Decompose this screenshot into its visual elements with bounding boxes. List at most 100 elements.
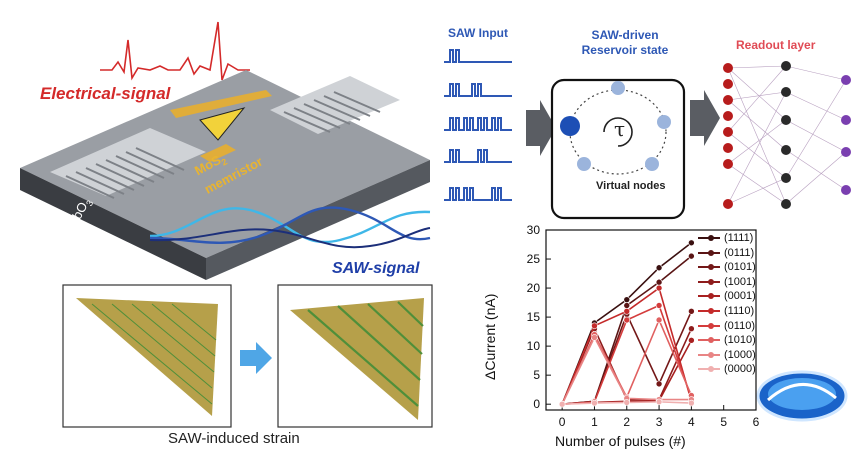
tau-arrow bbox=[603, 117, 633, 147]
y-tick-label: 25 bbox=[527, 252, 541, 266]
electrical-signal-label: Electrical-signal bbox=[40, 84, 171, 103]
data-point bbox=[591, 334, 598, 341]
pulse-train-1 bbox=[444, 49, 512, 63]
chart-legend: (1111) (0111) (0101) (1001) (0001) (1110) (011… bbox=[698, 232, 778, 382]
readout-hidden-nodes bbox=[781, 61, 791, 209]
readout-output-nodes bbox=[841, 75, 851, 195]
chart-plot-frame bbox=[545, 229, 757, 411]
legend-entry: (1010) bbox=[698, 334, 756, 346]
data-point bbox=[655, 302, 663, 309]
legend-entry: (1111) bbox=[698, 232, 753, 244]
y-tick-label: 10 bbox=[527, 339, 541, 353]
legend-marker bbox=[708, 293, 714, 300]
saw-wave-blue bbox=[149, 206, 431, 244]
data-point bbox=[655, 380, 663, 388]
legend-label: (1010) bbox=[724, 334, 756, 347]
x-tick-label: 2 bbox=[623, 415, 630, 429]
pulse-train-5 bbox=[444, 187, 512, 201]
logo bbox=[756, 370, 848, 422]
legend-marker bbox=[708, 249, 714, 256]
reservoir-diagram bbox=[444, 49, 851, 220]
x-tick-label: 6 bbox=[753, 415, 760, 429]
legend-marker bbox=[708, 235, 714, 242]
x-tick-label: 5 bbox=[720, 415, 727, 429]
chip-right-side bbox=[206, 160, 430, 280]
legend-entry: (0111) bbox=[698, 247, 754, 259]
data-point bbox=[688, 325, 695, 333]
legend-label: (0111) bbox=[724, 246, 755, 259]
legend-marker bbox=[708, 366, 714, 373]
saw-wave-cyan bbox=[149, 207, 431, 244]
readout-input-nodes bbox=[723, 63, 733, 209]
chart-x-axis-label: Number of pulses (#) bbox=[555, 433, 686, 449]
legend-marker bbox=[708, 278, 714, 285]
lattice-flake-after bbox=[290, 298, 424, 420]
legend-entry: (0101) bbox=[698, 261, 756, 273]
legend-entry: (0001) bbox=[698, 290, 756, 302]
data-point bbox=[623, 399, 631, 406]
data-point bbox=[688, 307, 695, 315]
data-point bbox=[623, 316, 631, 324]
saw-induced-strain-label: SAW-induced strain bbox=[168, 430, 300, 447]
data-point bbox=[655, 398, 663, 406]
pulse-train-3 bbox=[444, 117, 512, 131]
pulse-train-2 bbox=[444, 83, 512, 97]
legend-marker bbox=[708, 351, 714, 358]
data-point bbox=[655, 284, 663, 292]
legend-marker bbox=[708, 337, 714, 344]
idt-right bbox=[283, 91, 381, 133]
virtual-node bbox=[577, 157, 591, 171]
readout-network bbox=[727, 65, 847, 205]
series-line bbox=[562, 255, 692, 405]
legend-label: (0110) bbox=[724, 319, 755, 332]
legend-label: (1110) bbox=[724, 305, 755, 317]
legend-marker bbox=[708, 264, 714, 271]
data-point bbox=[688, 337, 695, 344]
arrow-to-readout bbox=[690, 90, 720, 146]
y-tick-label: 20 bbox=[527, 281, 541, 295]
virtual-node-active bbox=[560, 116, 580, 136]
data-point bbox=[655, 316, 663, 324]
x-tick-label: 0 bbox=[559, 415, 566, 429]
virtual-node bbox=[645, 157, 659, 171]
reservoir-box bbox=[550, 78, 686, 220]
data-point bbox=[655, 278, 663, 286]
data-point bbox=[688, 252, 695, 260]
strain-arrow bbox=[240, 342, 272, 374]
idt-left bbox=[65, 147, 185, 199]
legend-label: (1000) bbox=[724, 348, 756, 361]
saw-input-pulse-trains bbox=[444, 49, 512, 201]
legend-label: (0001) bbox=[724, 290, 756, 303]
chart-y-axis-label: ΔCurrent (nA) bbox=[482, 293, 498, 380]
series-line bbox=[561, 326, 693, 405]
data-point bbox=[558, 400, 566, 408]
lattice-flake-before bbox=[76, 298, 218, 416]
legend-entry: (1001) bbox=[698, 276, 756, 288]
legend-label: (1001) bbox=[724, 275, 756, 288]
y-tick-label: 30 bbox=[527, 223, 541, 237]
saw-wave-navy bbox=[149, 227, 431, 249]
legend-entry: (1000) bbox=[698, 349, 756, 361]
lattice-lines-after bbox=[307, 301, 424, 407]
virtual-nodes-label: Virtual nodes bbox=[596, 180, 666, 192]
chip-left-side bbox=[20, 168, 206, 280]
data-point bbox=[655, 264, 663, 272]
data-point bbox=[623, 307, 631, 315]
lattice-lines-before bbox=[91, 303, 217, 405]
data-point bbox=[623, 296, 631, 303]
legend-label: (1111) bbox=[724, 232, 754, 244]
data-point bbox=[688, 399, 695, 407]
y-tick-label: 0 bbox=[533, 397, 540, 411]
saw-input-label: SAW Input bbox=[448, 26, 508, 40]
legend-entry: (1110) bbox=[698, 305, 754, 317]
arrow-to-reservoir bbox=[526, 100, 556, 156]
y-tick-label: 5 bbox=[533, 368, 540, 382]
tau-symbol: τ bbox=[614, 117, 626, 141]
data-point bbox=[688, 239, 695, 247]
legend-entry: (0110) bbox=[698, 320, 755, 332]
y-tick-label: 15 bbox=[527, 310, 541, 324]
x-tick-label: 3 bbox=[656, 415, 663, 429]
x-tick-label: 1 bbox=[591, 415, 598, 429]
